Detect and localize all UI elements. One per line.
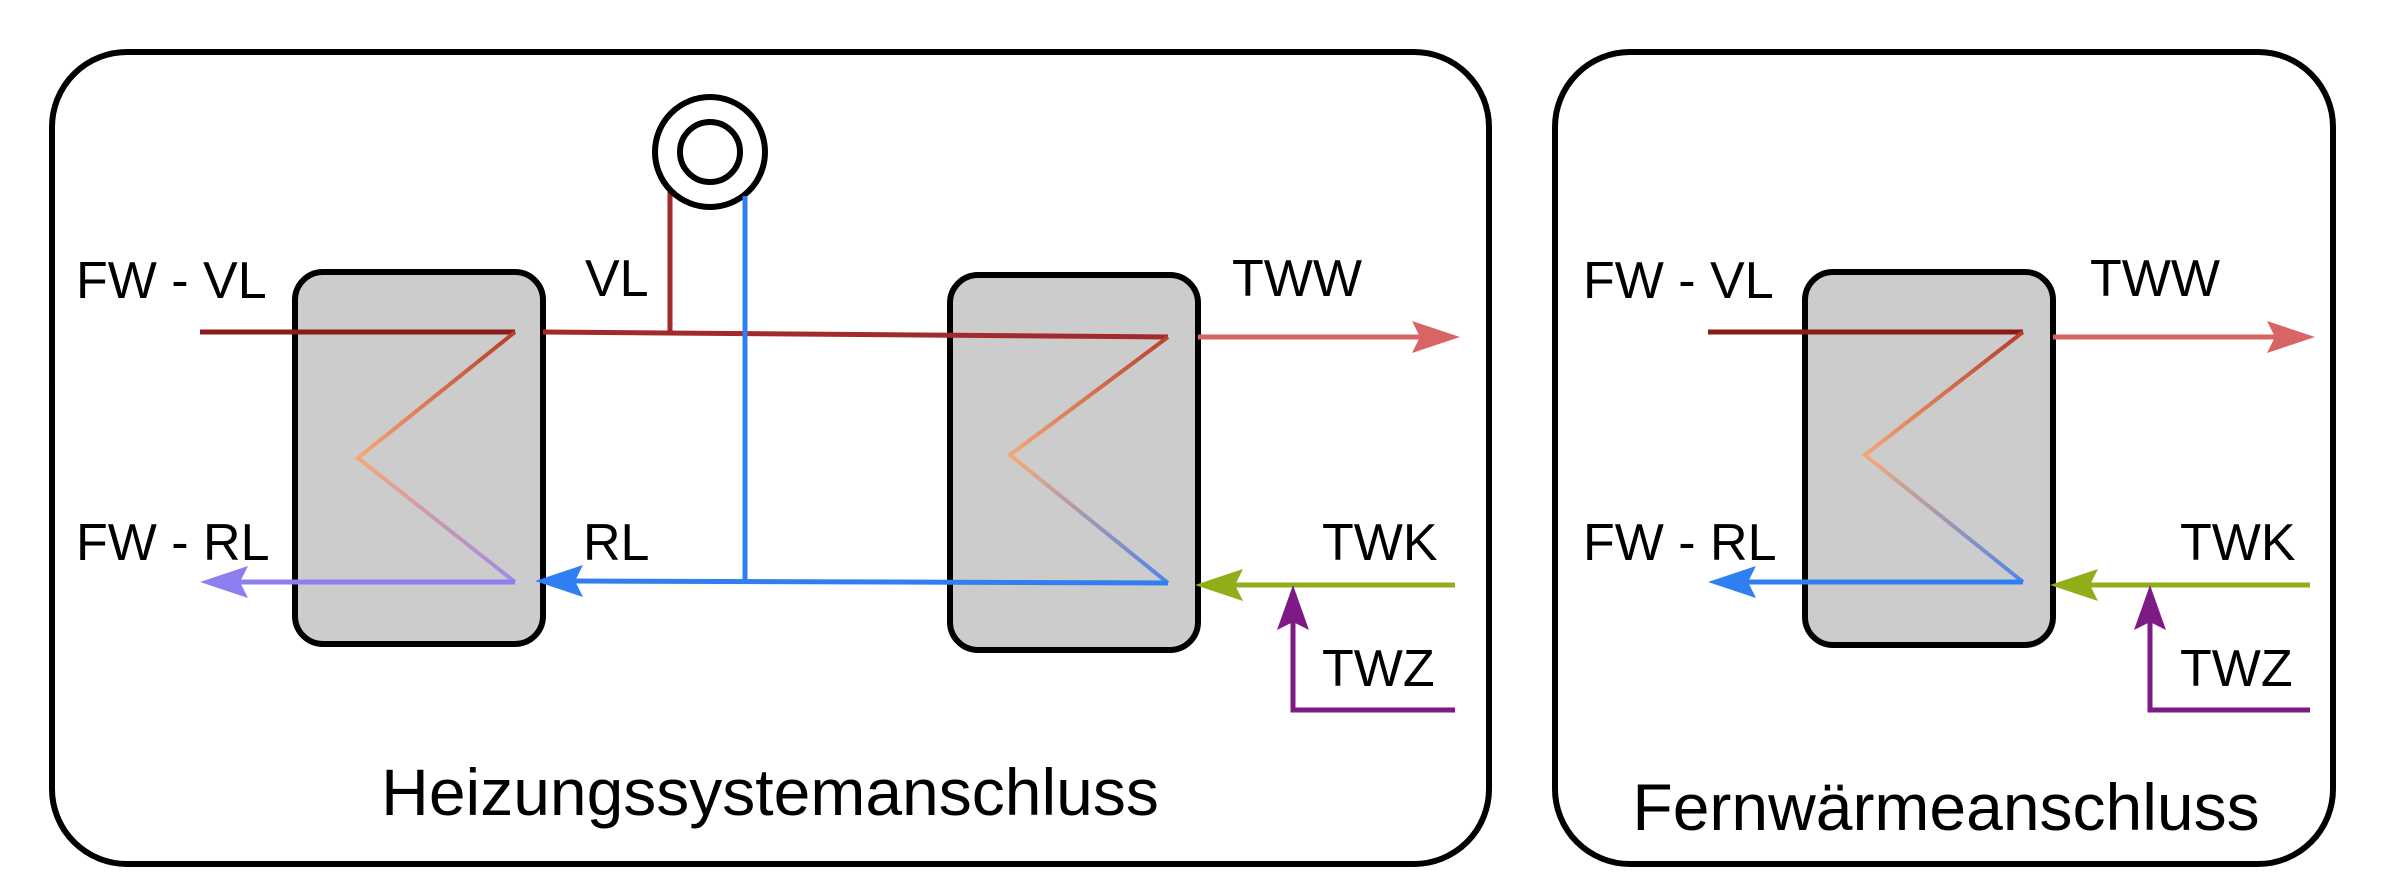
panel-heating-frame (49, 49, 1492, 867)
label-tww: TWW (1232, 250, 1362, 308)
label-rl: RL (583, 514, 649, 572)
arrow-twk (1195, 569, 1243, 601)
label-twk-district: TWK (2180, 514, 2296, 572)
coil-district (1861, 330, 2025, 584)
panel-district-heating: FW - VL FW - RL TWW TWK TWZ Fernwärmeans… (1552, 49, 2336, 867)
pipe-vl (542, 329, 1169, 340)
pipe-twz (1290, 622, 1455, 713)
heat-exchanger-hot-water (947, 272, 1201, 653)
arrow-twz (1277, 585, 1309, 630)
arrow-tww-district (2267, 321, 2315, 353)
coil-hot-water (1006, 335, 1170, 585)
panel-heating-system: FW - VL FW - RL VL RL TWW TWK TWZ Heizun… (49, 49, 1492, 867)
label-tww-district: TWW (2090, 250, 2220, 308)
arrow-twz-district (2134, 585, 2166, 630)
label-fw-rl: FW - RL (76, 514, 270, 572)
coil-primary (354, 330, 517, 584)
label-fw-vl: FW - VL (76, 252, 267, 310)
panel-title-heating: Heizungssystemanschluss (381, 755, 1159, 829)
pipe-rl (574, 578, 1169, 586)
label-fw-vl-district: FW - VL (1583, 252, 1774, 310)
arrow-fw-rl-district (1708, 566, 1756, 598)
label-twz: TWZ (1322, 640, 1435, 698)
label-twz-district: TWZ (2180, 640, 2293, 698)
pump-icon (652, 94, 768, 210)
panel-title-district: Fernwärmeanschluss (1632, 770, 2259, 844)
heat-exchanger-primary (292, 269, 546, 647)
arrow-fw-rl (200, 566, 248, 598)
arrow-twk-district (2050, 569, 2098, 601)
arrow-tww (1412, 321, 1460, 353)
label-vl: VL (585, 250, 649, 308)
arrow-rl (535, 565, 583, 597)
pipe-twz-district (2147, 622, 2310, 713)
label-fw-rl-district: FW - RL (1583, 514, 1777, 572)
label-twk: TWK (1322, 514, 1438, 572)
heat-exchanger-district (1802, 269, 2056, 648)
